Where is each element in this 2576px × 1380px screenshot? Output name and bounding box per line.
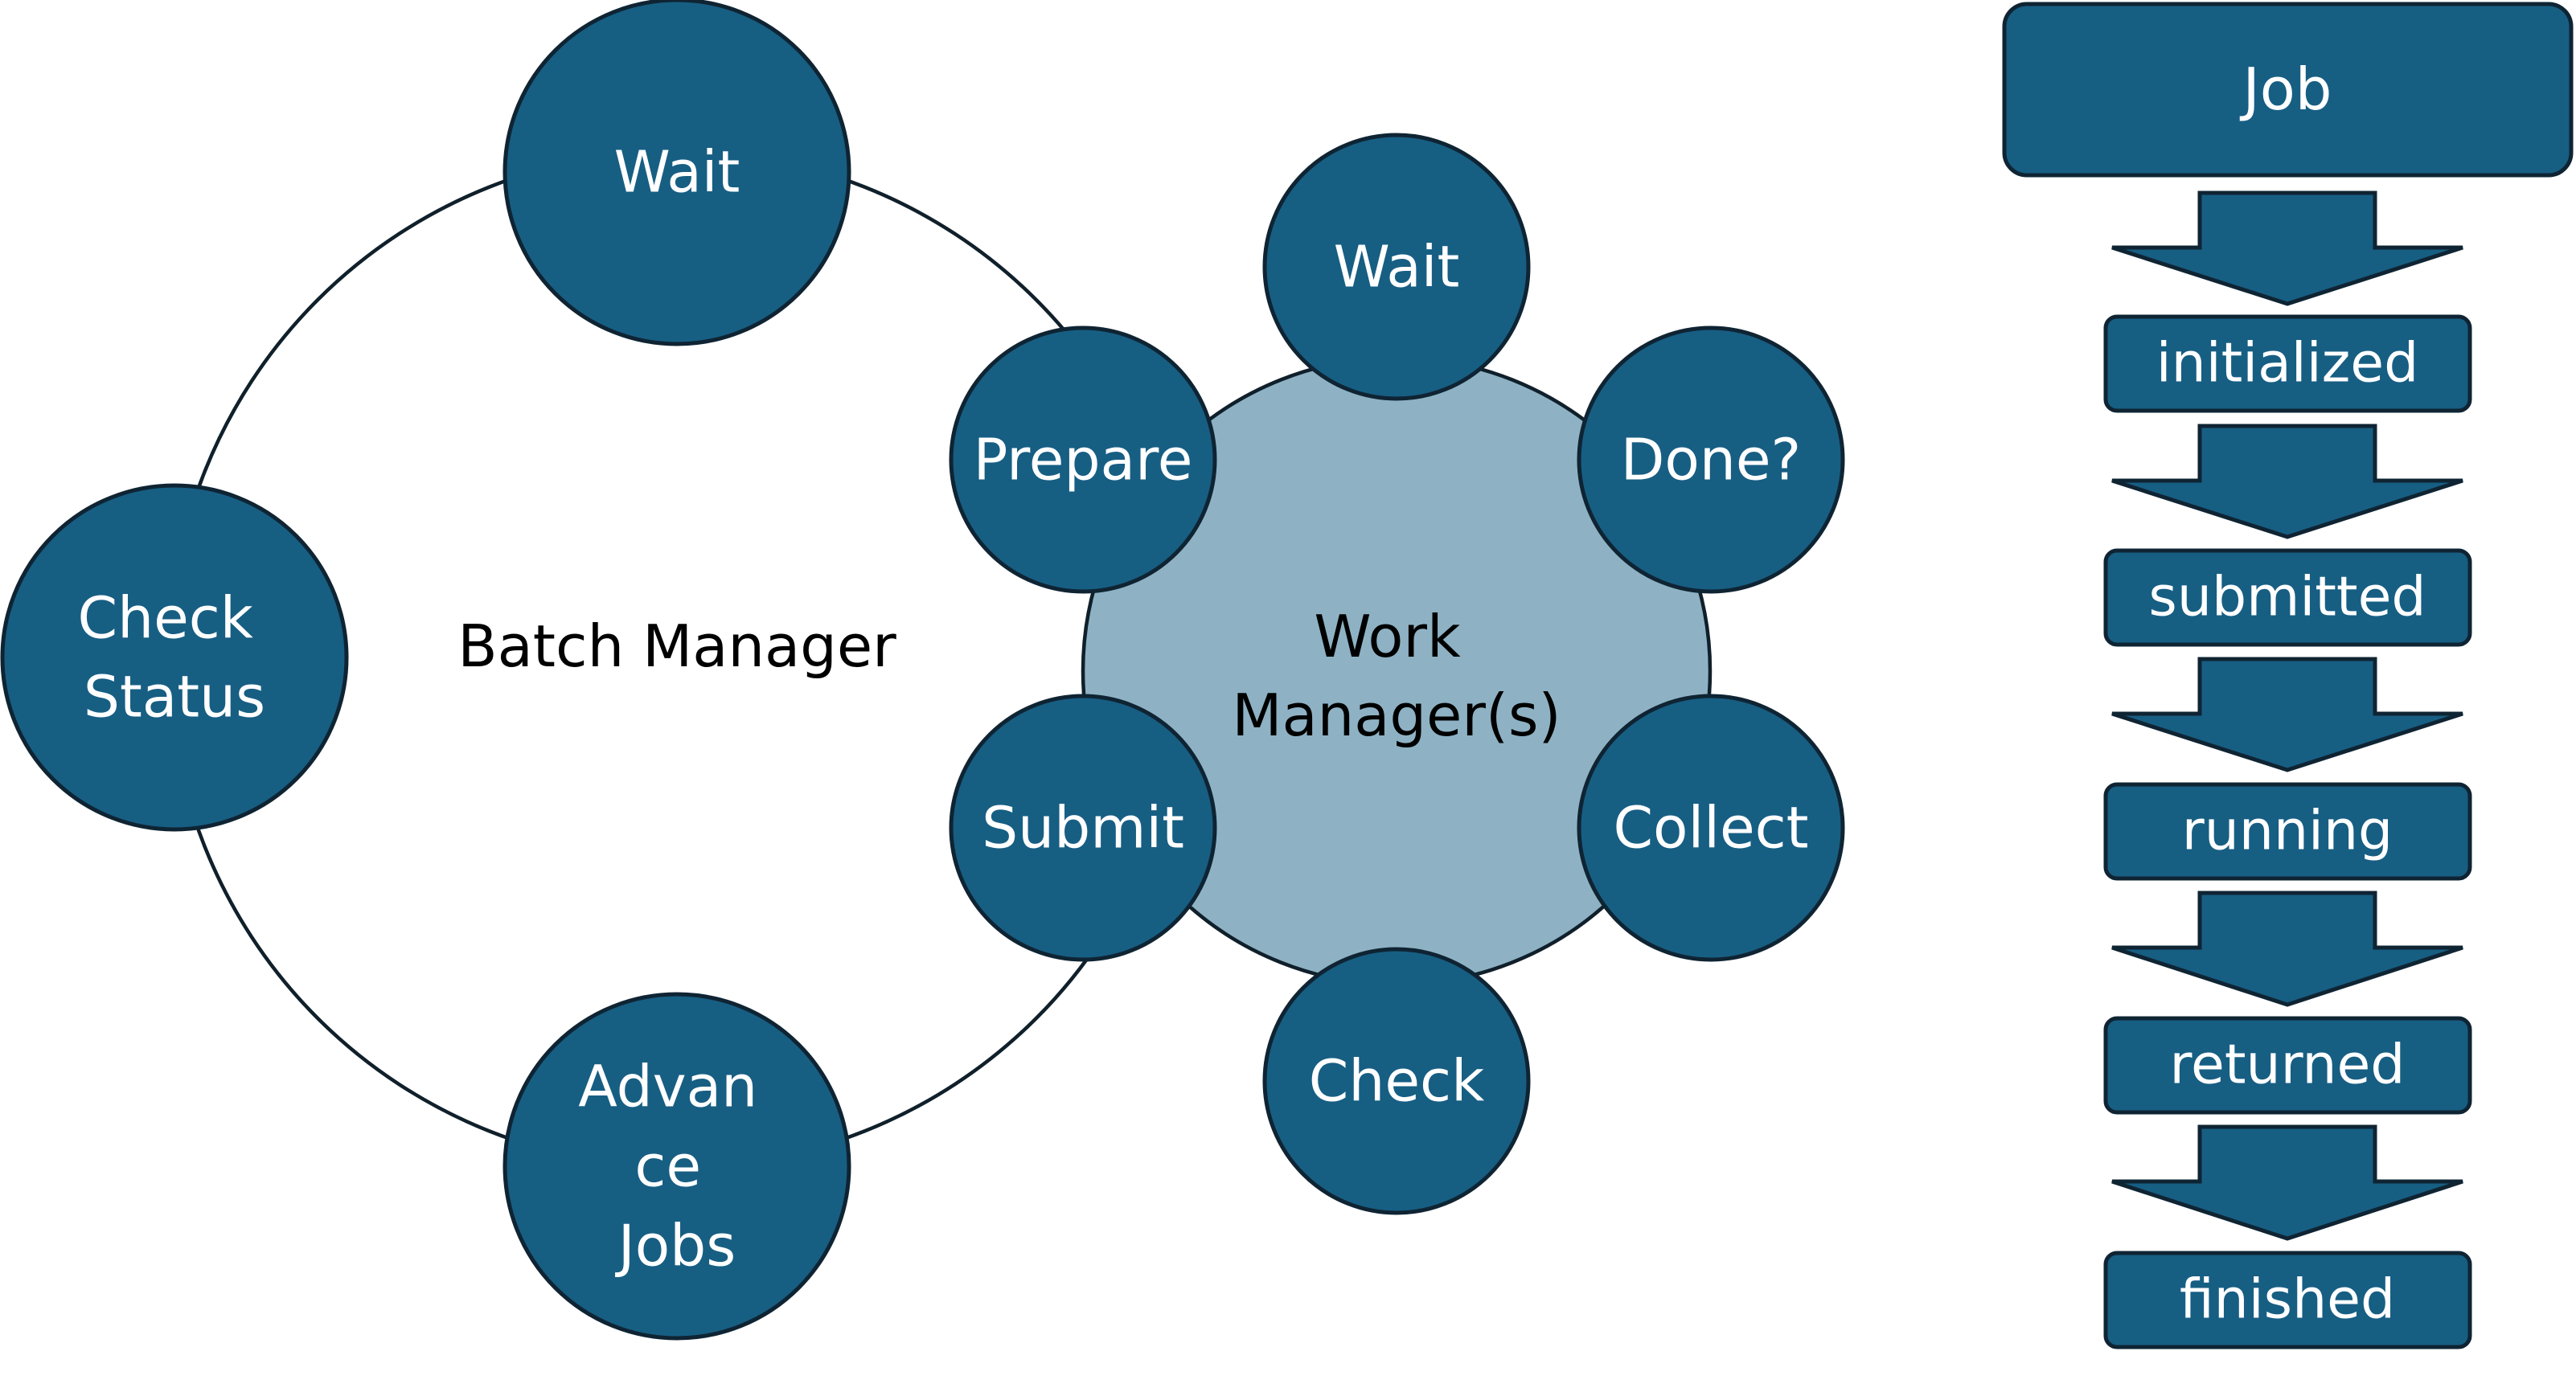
node-wm-collect: Collect	[1577, 694, 1845, 962]
svg-text:Collect: Collect	[1613, 795, 1808, 862]
svg-text:Prepare: Prepare	[974, 427, 1193, 493]
work-manager-label: Work Manager(s)	[1232, 583, 1561, 749]
job-state-submitted: submitted	[2103, 548, 2472, 647]
svg-text:initialized: initialized	[2156, 332, 2419, 395]
svg-text:running: running	[2182, 800, 2393, 863]
work-manager-label-line-1: Work	[1314, 603, 1461, 670]
node-bm-wait: Wait	[502, 0, 851, 346]
node-wm-check: Check	[1262, 947, 1531, 1215]
job-state-running: running	[2103, 782, 2472, 881]
node-wm-prepare: Prepare	[949, 326, 1217, 594]
down-arrow-icon	[2111, 891, 2463, 1007]
job-state-returned: returned	[2103, 1016, 2472, 1115]
node-bm-advance-jobs: Advan ce Jobs	[502, 992, 851, 1341]
batch-manager-label: Batch Manager	[457, 612, 896, 680]
svg-text:Advan ce Jobs: Advan ce Jobs	[578, 1034, 776, 1280]
svg-text:Check: Check	[1309, 1048, 1484, 1115]
job-header: Job	[2002, 2, 2574, 178]
svg-text:Wait: Wait	[1334, 234, 1460, 301]
svg-text:Job: Job	[2240, 55, 2332, 123]
svg-text:finished: finished	[2180, 1268, 2395, 1332]
node-bm-check-status: Check Status	[0, 483, 349, 832]
svg-text:Wait: Wait	[614, 139, 740, 206]
svg-text:submitted: submitted	[2148, 566, 2426, 629]
job-state-finished: finished	[2103, 1251, 2472, 1349]
svg-text:Submit: Submit	[982, 795, 1184, 862]
svg-text:Check Status: Check Status	[78, 565, 272, 731]
node-wm-done: Done?	[1577, 326, 1845, 594]
down-arrow-icon	[2111, 424, 2463, 539]
down-arrow-icon	[2111, 190, 2463, 306]
down-arrow-icon	[2111, 1124, 2463, 1241]
node-wm-submit: Submit	[949, 694, 1217, 962]
down-arrow-icon	[2111, 657, 2463, 772]
job-state-initialized: initialized	[2103, 314, 2472, 413]
node-wm-wait: Wait	[1262, 133, 1531, 401]
svg-text:returned: returned	[2170, 1034, 2406, 1097]
svg-text:Done?: Done?	[1621, 427, 1801, 493]
work-manager-label-line-2: Manager(s)	[1232, 682, 1561, 749]
